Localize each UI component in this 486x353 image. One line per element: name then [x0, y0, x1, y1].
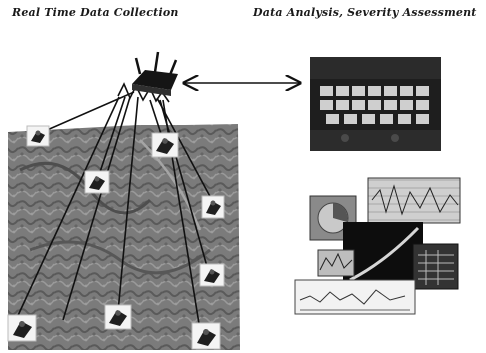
sensor-station-icon [85, 171, 109, 193]
sensor-station-icon [202, 196, 224, 218]
sensor-station-icon [200, 264, 224, 286]
control-room-photo [310, 57, 441, 151]
sensor-station-icon [27, 126, 49, 146]
sensor-station-icon [152, 133, 178, 157]
analysis-plots-collage [295, 178, 460, 314]
wireless-router-icon [132, 52, 178, 96]
sensor-station-icon [8, 315, 36, 341]
sensor-station-icon [192, 323, 220, 349]
sensor-station-icon [105, 305, 131, 329]
